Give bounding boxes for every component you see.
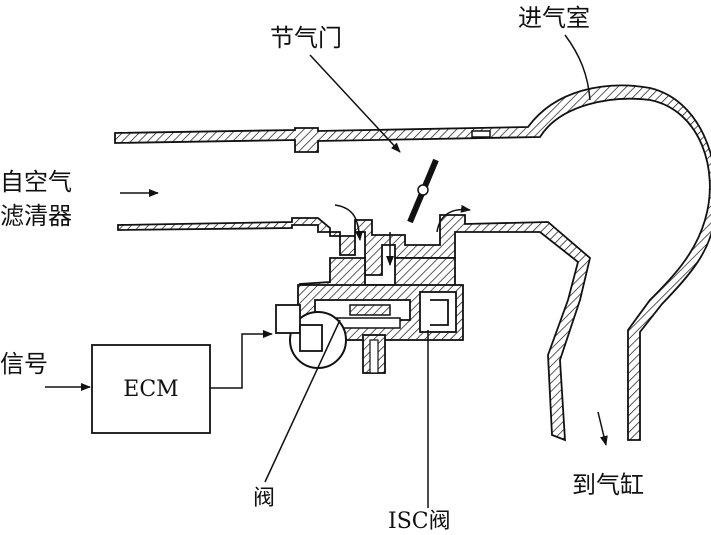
valve-leader	[264, 319, 341, 483]
sensor-tab	[471, 130, 491, 138]
valve-plunger	[349, 304, 391, 316]
throttle-leader	[309, 54, 401, 153]
intake-lower-wall	[117, 214, 592, 442]
valve-label: 阀	[253, 486, 275, 511]
plenum-label: 进气室	[518, 4, 590, 32]
cylinder-flow-arrow	[597, 411, 608, 446]
filter-label-line2: 滤清器	[0, 202, 72, 230]
ecm-box	[91, 344, 211, 434]
to-cylinder-label: 到气缸	[572, 471, 644, 499]
isc-valve-label: ISC阀	[388, 509, 451, 534]
actuator-connector	[275, 304, 301, 334]
isc-coil-chamber	[419, 291, 457, 333]
actuator-coil	[299, 324, 323, 352]
throttle-shaft	[417, 184, 429, 196]
isc-coil-bracket	[430, 299, 449, 326]
drain-port-bore	[369, 339, 379, 374]
plenum-leader	[564, 34, 591, 101]
ecm-label: ECM	[123, 377, 178, 402]
intake-upper-wall	[114, 84, 711, 441]
signal-label: 信号	[0, 350, 48, 378]
ecm-to-actuator-wire	[210, 330, 273, 389]
filter-label-line1: 自空气	[0, 168, 72, 196]
throttle-label: 节气门	[270, 24, 342, 52]
bypass-inflow-arrow	[334, 204, 364, 241]
bypass-outflow-arrow	[436, 204, 471, 233]
